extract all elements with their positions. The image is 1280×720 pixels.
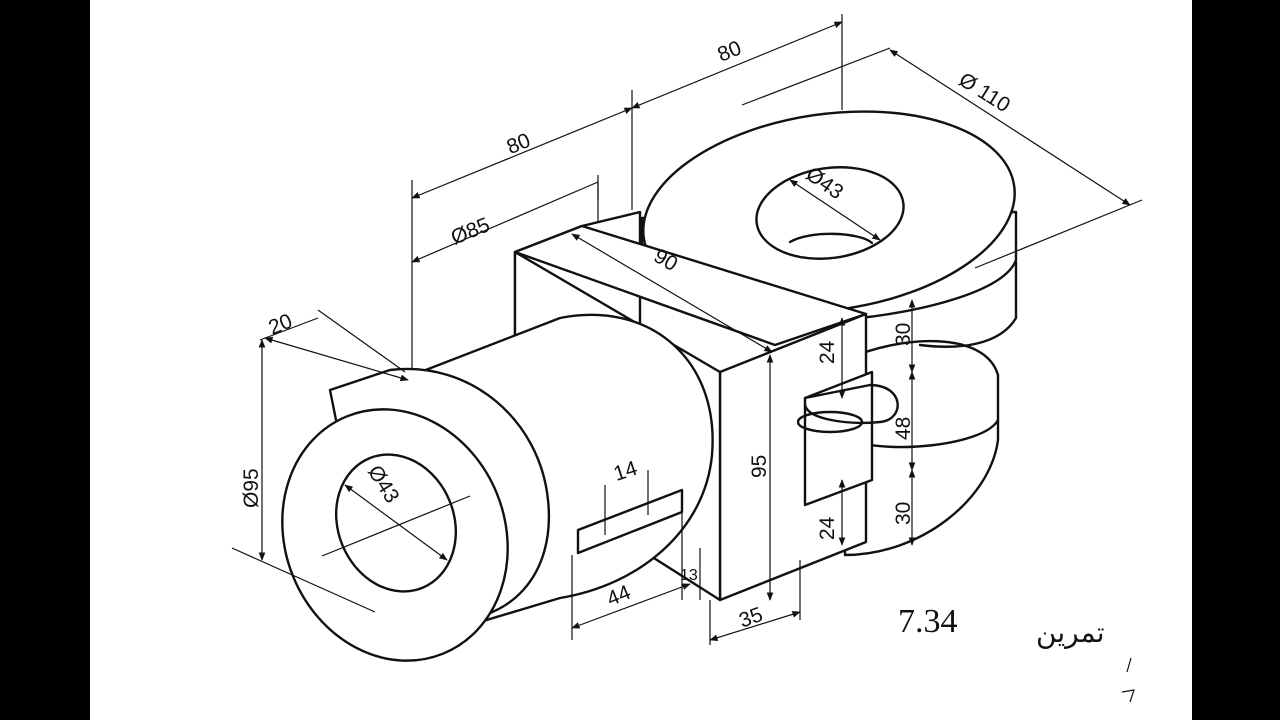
dimension-lines xyxy=(231,21,1143,645)
dim-80-right: 80 xyxy=(714,37,744,67)
exercise-word: تمرين xyxy=(1036,616,1105,649)
dim-35: 35 xyxy=(736,603,766,633)
lower-fork-disc xyxy=(843,340,1000,557)
dim-13: 13 xyxy=(680,567,698,584)
dim-30-bottom: 30 xyxy=(892,502,915,525)
exercise-label: 7.34 تمرين xyxy=(898,603,1135,703)
exercise-number: 7.34 xyxy=(898,603,958,640)
dim-80-left: 80 xyxy=(503,129,533,159)
dim-24-top: 24 xyxy=(816,340,839,364)
left-flange xyxy=(281,367,551,662)
dim-24-bottom: 24 xyxy=(816,516,839,540)
fork-slot xyxy=(803,370,874,507)
dim-48: 48 xyxy=(892,417,915,440)
dim-20: 20 xyxy=(265,310,295,340)
dim-95: 95 xyxy=(748,455,771,478)
dim-dia-110: Ø 110 xyxy=(955,68,1014,117)
dim-dia-85: Ø85 xyxy=(448,213,493,249)
dimension-labels: 80 80 Ø 110 Ø85 90 20 Ø95 Ø43 Ø43 14 44 … xyxy=(240,37,1014,633)
dim-dia-95: Ø95 xyxy=(240,468,263,508)
dim-30-top: 30 xyxy=(892,323,915,346)
